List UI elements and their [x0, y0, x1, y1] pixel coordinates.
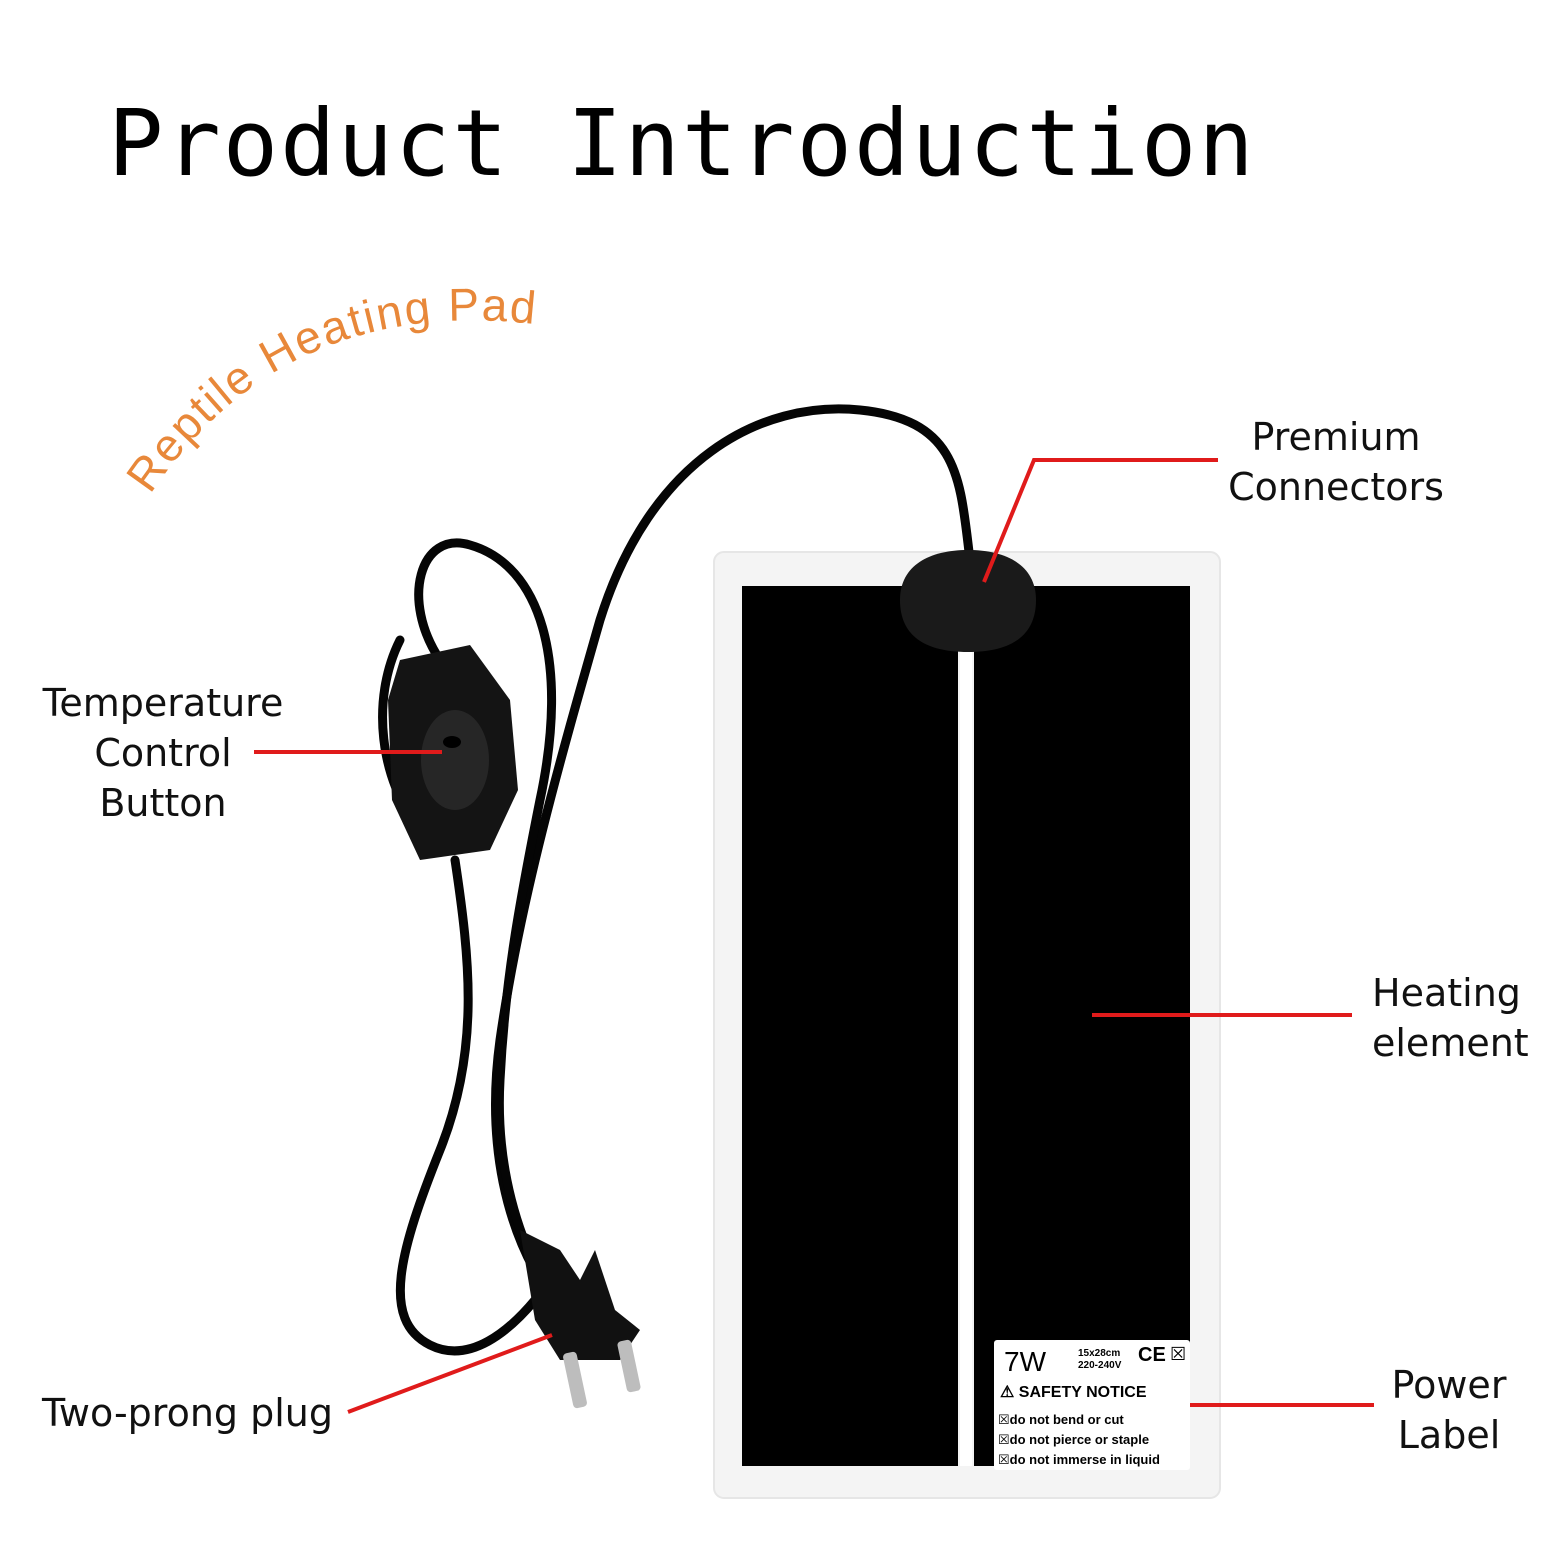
notice-item: do not bend or cut	[998, 1410, 1160, 1430]
notice-item: do not pierce or staple	[998, 1430, 1160, 1450]
notice-item: do not immerse in liquid	[998, 1450, 1160, 1470]
callout-power-label: Power Label	[1391, 1363, 1507, 1457]
center-divider	[960, 600, 972, 1466]
heating-pad	[713, 551, 1221, 1499]
heating-element-left	[742, 586, 958, 1466]
wattage-text: 7W	[1004, 1346, 1046, 1377]
voltage-text: 220-240V	[1078, 1360, 1122, 1371]
power-label-sticker: 7W 15x28cm 220-240V CE ☒ ⚠ SAFETY NOTICE…	[994, 1340, 1190, 1470]
spec-text: 15x28cm 220-240V	[1078, 1348, 1121, 1372]
temperature-controller	[388, 645, 518, 860]
leader-two-prong-plug	[347, 1333, 553, 1414]
heating-element-right	[974, 586, 1190, 1466]
product-name-arc: Reptile Heating Pad	[116, 278, 540, 500]
premium-connector	[900, 550, 1036, 652]
callout-temperature-control: Temperature Control Button	[42, 681, 284, 825]
callout-heating-element: Heating element	[1372, 971, 1529, 1065]
page-title: Product Introduction	[108, 90, 1256, 197]
safety-notice-list: do not bend or cut do not pierce or stap…	[998, 1410, 1160, 1470]
ce-mark: CE	[1138, 1344, 1166, 1366]
recycle-bin-icon: ☒	[1170, 1344, 1187, 1364]
two-prong-plug	[520, 1230, 641, 1409]
callout-premium-connectors: Premium Connectors	[1228, 415, 1444, 509]
safety-notice-heading: ⚠ SAFETY NOTICE	[1000, 1384, 1147, 1401]
leader-lines	[254, 458, 1374, 1414]
callout-two-prong-plug: Two-prong plug	[42, 1391, 333, 1435]
size-text: 15x28cm	[1078, 1348, 1121, 1359]
leader-premium-connectors	[982, 458, 1218, 583]
